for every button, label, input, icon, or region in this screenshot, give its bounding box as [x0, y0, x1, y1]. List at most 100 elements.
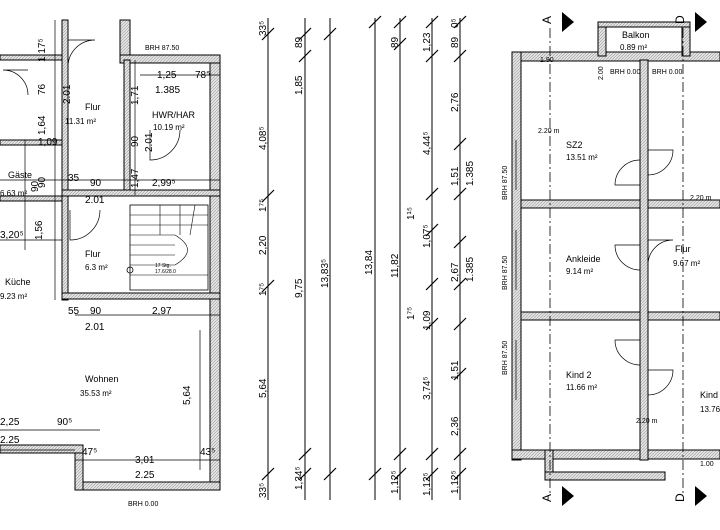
- door-swing-kind2: [614, 339, 641, 366]
- dim-left-1: 1,17⁵: [37, 38, 48, 62]
- left-wall-right: [209, 59, 221, 491]
- section-dimension-labels: 33⁵ 4,08⁵ 1⁷⁵ 2,20 1⁷⁵ 5,64 33⁵ 89 1,85 …: [258, 18, 476, 498]
- room-name-wohnen: Wohnen: [85, 374, 118, 384]
- sec-c2-2: 9,75: [294, 278, 305, 298]
- dim-left-20: 55: [68, 306, 80, 317]
- brh-label-top: BRH 87.50: [145, 45, 179, 52]
- room-area-kueche: 9.23 m²: [0, 292, 27, 301]
- left-floor-plan: [0, 19, 221, 491]
- room-area-flur2: 6.3 m²: [85, 263, 108, 272]
- right-wall-center: [639, 59, 649, 461]
- room-area-hwr: 10.19 m²: [153, 123, 185, 132]
- door-swing-gaeste: [2, 69, 29, 96]
- right-plan-labels: Balkon 0.89 m² SZ2 13.51 m² Ankleide 9.1…: [502, 30, 720, 468]
- room-name-flur-og: Flur: [675, 244, 691, 254]
- sec-c7-6: 1.385: [465, 257, 476, 282]
- sec-c6-4: 3,74⁵: [422, 376, 433, 400]
- dim-left-24: 2,25: [0, 417, 20, 428]
- sec-c1-0: 33⁵: [258, 21, 269, 36]
- sec-c6-1: 4,44⁵: [422, 131, 433, 155]
- dim-left-15: 2.01: [144, 132, 155, 152]
- room-area-kind2: 11.66 m²: [566, 383, 597, 392]
- left-wall-gaeste-top: [0, 139, 63, 146]
- sec-c6-3: 1,09: [422, 310, 433, 330]
- dim-left-10: 1,25: [157, 70, 177, 81]
- section-dimension-columns: [261, 15, 467, 500]
- sec-c1-1: 4,08⁵: [258, 126, 269, 150]
- right-wall-balcony-top: [597, 21, 691, 28]
- left-wall-stair-bottom: [61, 292, 221, 300]
- dim-left-14: 90: [130, 135, 141, 147]
- room-area-gaeste: 6.63 m²: [0, 189, 27, 198]
- dim-left-28: 3,01: [135, 455, 155, 466]
- height-3: 2.20 m: [690, 195, 712, 202]
- door-swing-sz2: [614, 159, 641, 186]
- staircase-treads: [130, 204, 208, 276]
- section-label-a-bottom: A: [540, 494, 554, 502]
- section-label-d-bottom: D: [673, 493, 687, 502]
- room-name-ankleide: Ankleide: [566, 254, 601, 264]
- height-4: 2.00: [598, 66, 605, 80]
- sec-c7-4: 1.385: [465, 161, 476, 186]
- room-area-flur: 11.31 m²: [65, 117, 96, 126]
- section-arrow-d-top: [695, 12, 707, 32]
- dim-left-31: 5,64: [182, 385, 193, 405]
- left-wall-inner-v: [61, 19, 69, 301]
- sec-c3-0: 13,83⁵: [320, 259, 331, 288]
- left-wall-bottom: [74, 481, 221, 491]
- sec-c1-6: 33⁵: [258, 483, 269, 498]
- left-wall-bottom-left: [0, 444, 84, 454]
- sec-c2-0: 89: [294, 36, 305, 48]
- dim-left-7: 90: [90, 178, 102, 189]
- dim-left-18: 1,56: [34, 220, 45, 240]
- sec-c2-1: 1,85: [294, 75, 305, 95]
- left-plan-labels: Flur 11.31 m² HWR/HAR 10.19 m² Gäste 6.6…: [0, 38, 215, 508]
- door-swing-flur-small: [69, 209, 101, 241]
- dim-left-22: 2,97: [152, 306, 172, 317]
- sec-c6-0: 1,23: [422, 32, 433, 52]
- dim-left-12: 1.385: [155, 85, 180, 96]
- brh-right-3: BRH 87.50: [502, 166, 509, 200]
- sec-c2-3: 1,34⁵: [294, 466, 305, 490]
- left-wall-top-stub: [119, 19, 131, 61]
- height-5: 2.20 m: [636, 418, 658, 425]
- room-name-hwr: HWR/HAR: [152, 110, 195, 120]
- right-wall-bottom: [511, 449, 720, 460]
- section-arrow-a-bottom: [562, 486, 574, 506]
- dim-left-29: 43⁵: [200, 447, 215, 458]
- dim-left-13: 1,71: [130, 85, 141, 105]
- sec-c4-0: 13,84: [364, 250, 375, 275]
- sec-c6-5: 1,12⁵: [422, 472, 433, 496]
- right-wall-flur-top: [647, 199, 720, 209]
- door-swing-hwr: [149, 129, 181, 161]
- sec-c1-3: 2,20: [258, 235, 269, 255]
- dim-left-30: 2.25: [135, 470, 155, 481]
- door-swing-ankleide: [614, 244, 641, 271]
- stair-note-2: 17.6/28.0: [155, 269, 176, 275]
- section-arrow-d-bottom: [695, 486, 707, 506]
- sec-c6-2: 1,07⁵: [422, 224, 433, 248]
- section-label-d-top: D: [673, 15, 687, 24]
- sec-c5-0: 89: [390, 36, 401, 48]
- room-area-flur-og: 9.67 m²: [673, 259, 700, 268]
- right-wall-ankleide-bottom: [520, 311, 641, 321]
- sec-c7-9: 1,12⁵: [450, 470, 461, 494]
- left-wall-mid-h: [61, 189, 221, 197]
- sec-c5-2: 1,12⁵: [390, 470, 401, 494]
- section-tick-marks: [261, 15, 467, 481]
- left-wall-top-right: [119, 54, 221, 64]
- brh-right-2: BRH 0.00: [652, 69, 682, 76]
- right-wall-left: [511, 51, 522, 461]
- right-wall-bottom-ledge: [544, 471, 666, 481]
- room-name-flur2: Flur: [85, 249, 101, 259]
- dim-left-27: 47⁵: [82, 447, 97, 458]
- room-area-wohnen: 35.53 m²: [80, 389, 112, 398]
- room-name-flur: Flur: [85, 102, 101, 112]
- staircase-outline: [129, 204, 209, 291]
- sec-c6b-0: 1¹⁵: [406, 207, 417, 220]
- dim-left-16: 1,47: [130, 168, 141, 188]
- left-wall-top-left: [0, 54, 63, 61]
- dim-left-2: 2.01: [62, 84, 73, 104]
- room-area-balkon: 0.89 m²: [620, 43, 647, 52]
- door-swing-right-1: [647, 149, 674, 176]
